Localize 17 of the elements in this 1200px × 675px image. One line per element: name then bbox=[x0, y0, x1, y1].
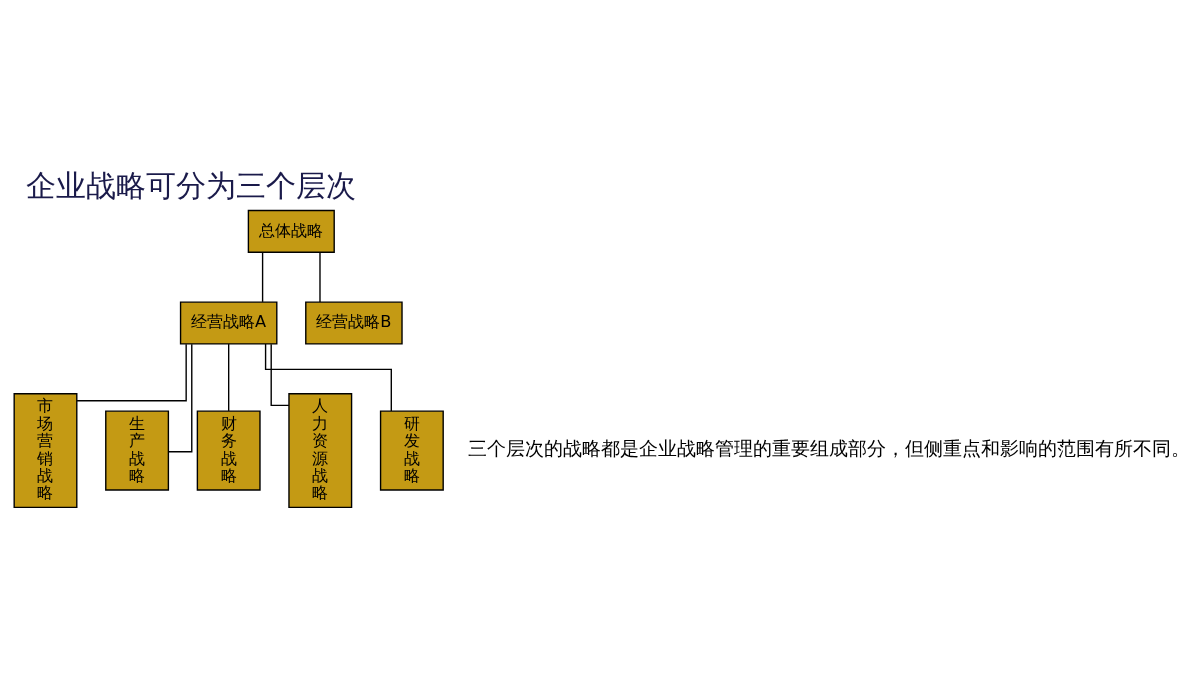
diagram-title: 企业战略可分为三个层次 bbox=[26, 168, 356, 204]
connector bbox=[228, 343, 230, 412]
connector bbox=[261, 251, 264, 303]
connector bbox=[319, 251, 321, 303]
node-box: 生产战略 bbox=[105, 410, 170, 491]
node-box: 总体战略 bbox=[247, 209, 335, 253]
connector bbox=[264, 343, 392, 412]
node-box: 经营战略B bbox=[305, 301, 403, 345]
node-box: 财务战略 bbox=[196, 410, 261, 491]
connector bbox=[167, 343, 193, 453]
label: 三个层次的战略都是企业战略管理的重要组成部分，但侧重点和影响的范围有所不同。 bbox=[468, 437, 1191, 459]
node-box: 市场营销战略 bbox=[13, 393, 78, 509]
node-box: 经营战略A bbox=[179, 301, 278, 345]
node-box: 人力资源战略 bbox=[288, 393, 353, 509]
connector bbox=[270, 343, 290, 407]
node-box: 研发战略 bbox=[379, 410, 444, 491]
connector bbox=[76, 343, 187, 402]
